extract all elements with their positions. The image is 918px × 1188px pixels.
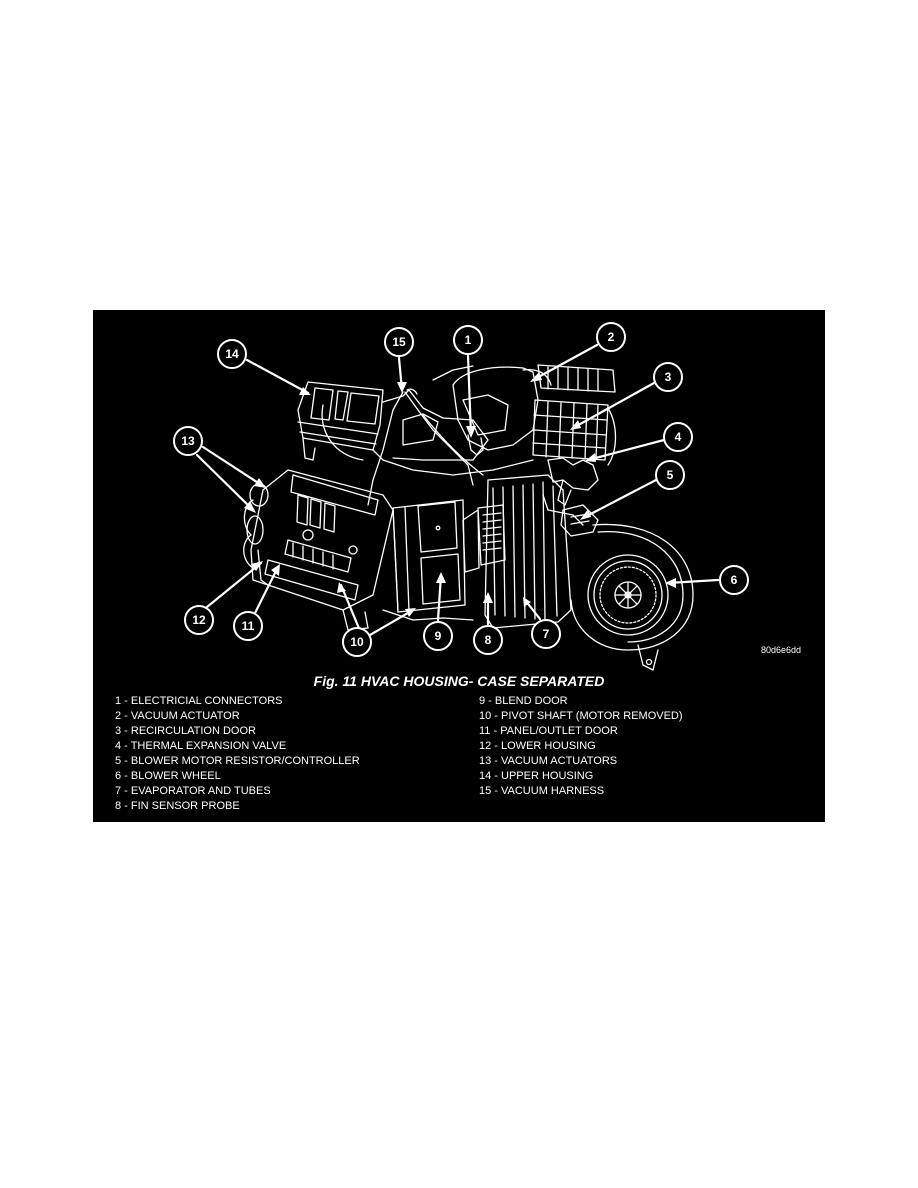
legend-item: 11 - PANEL/OUTLET DOOR	[479, 725, 618, 737]
callout-number: 13	[181, 434, 195, 448]
legend-item: 7 - EVAPORATOR AND TUBES	[115, 785, 271, 797]
callout-7: 7	[531, 619, 561, 649]
callout-9: 9	[423, 621, 453, 651]
figure-panel: 1 2 3 4 5 6 7 8 9 10 11 12 13 14 15 80d6…	[93, 310, 825, 822]
blower-resistor-drawing	[560, 504, 599, 537]
callout-3: 3	[653, 362, 683, 392]
legend-item: 14 - UPPER HOUSING	[479, 770, 594, 782]
callout-4: 4	[663, 422, 693, 452]
legend-item: 5 - BLOWER MOTOR RESISTOR/CONTROLLER	[115, 755, 360, 767]
figure-caption: Fig. 11 HVAC HOUSING- CASE SEPARATED	[313, 673, 605, 689]
callout-number: 6	[730, 573, 738, 587]
callout-number: 8	[484, 633, 492, 647]
hvac-housing-illustration	[195, 343, 720, 671]
callout-number: 14	[225, 347, 239, 361]
legend-item: 9 - BLEND DOOR	[479, 695, 568, 707]
legend-item: 2 - VACUUM ACTUATOR	[115, 710, 240, 722]
legend-item: 15 - VACUUM HARNESS	[479, 785, 605, 797]
callout-number: 5	[666, 468, 674, 482]
callout-number: 7	[542, 627, 550, 641]
evaporator-drawing	[462, 474, 572, 629]
legend-left-column: 1 - ELECTRICIAL CONNECTORS 2 - VACUUM AC…	[115, 694, 360, 814]
arrow-heads	[244, 372, 676, 617]
callout-11: 11	[233, 611, 263, 641]
legend-item: 3 - RECIRCULATION DOOR	[115, 725, 256, 737]
legend-item: 13 - VACUUM ACTUATORS	[479, 755, 618, 767]
callout-10: 10	[342, 627, 372, 657]
legend-item: 4 - THERMAL EXPANSION VALVE	[115, 740, 287, 752]
center-housing-drawing	[422, 365, 552, 476]
callout-1: 1	[453, 325, 483, 355]
callout-number: 15	[392, 335, 406, 349]
callout-8: 8	[473, 625, 503, 655]
callout-number: 1	[464, 333, 472, 347]
callout-14: 14	[217, 339, 247, 369]
lower-housing-drawing	[243, 469, 394, 631]
vacuum-harness-drawing	[367, 388, 474, 506]
leader-lines	[195, 343, 720, 640]
callout-number: 11	[241, 619, 255, 633]
legend-item: 12 - LOWER HOUSING	[479, 740, 596, 752]
upper-housing-drawing	[297, 381, 534, 476]
callout-2: 2	[596, 322, 626, 352]
callout-number: 2	[607, 330, 615, 344]
legend-item: 10 - PIVOT SHAFT (MOTOR REMOVED)	[479, 710, 683, 722]
blend-door-drawing	[382, 499, 474, 621]
callout-12: 12	[184, 605, 214, 635]
legend-item: 8 - FIN SENSOR PROBE	[115, 800, 240, 812]
callout-6: 6	[719, 565, 749, 595]
legend-item: 1 - ELECTRICIAL CONNECTORS	[115, 695, 283, 707]
callout-number: 10	[350, 635, 364, 649]
callout-number: 12	[192, 613, 206, 627]
callout-number: 9	[434, 629, 442, 643]
callout-number: 3	[664, 370, 672, 384]
callout-5: 5	[655, 460, 685, 490]
callout-13: 13	[173, 426, 203, 456]
blower-wheel-drawing	[570, 523, 694, 671]
figure-reference-code: 80d6e6dd	[761, 645, 802, 655]
legend-right-column: 9 - BLEND DOOR 10 - PIVOT SHAFT (MOTOR R…	[479, 694, 683, 799]
recirculation-door-drawing	[532, 364, 617, 466]
callout-15: 15	[384, 327, 414, 357]
expansion-valve-drawing	[542, 457, 599, 526]
callout-number: 4	[674, 430, 682, 444]
legend-item: 6 - BLOWER WHEEL	[115, 770, 221, 782]
